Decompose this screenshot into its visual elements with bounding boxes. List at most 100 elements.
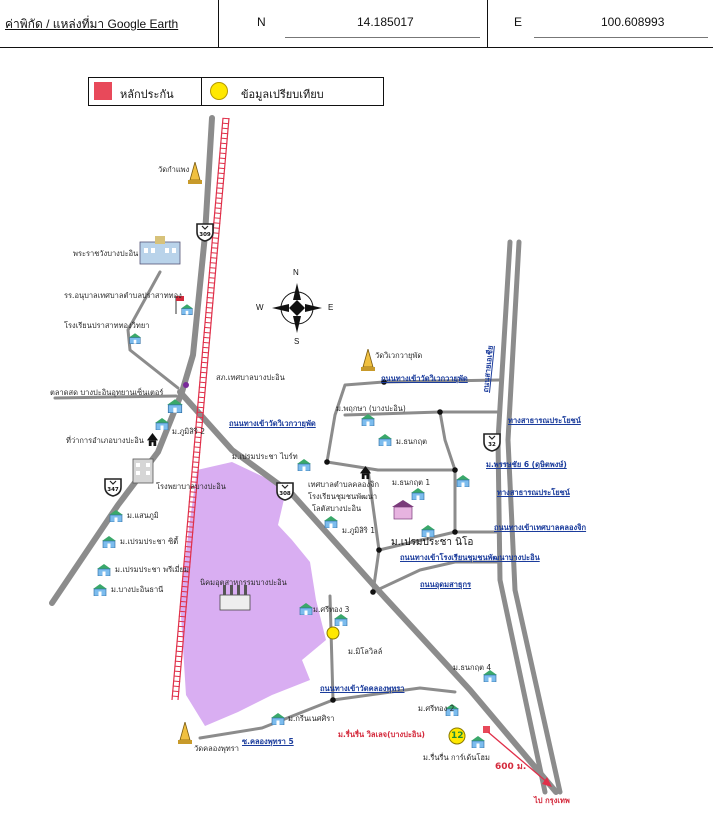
east-value-underline bbox=[534, 37, 708, 38]
village-icon bbox=[96, 564, 112, 576]
junction-dot bbox=[381, 379, 387, 385]
label-prempracha-bright: ม.เปรมประชา ไบร์ท bbox=[232, 452, 298, 461]
distance-arrowhead bbox=[542, 777, 552, 787]
label-thanakrit-4: ม.ธนกฤต 4 bbox=[453, 663, 492, 672]
road-thanakrit bbox=[325, 460, 457, 472]
label-road-wat-wiwek-east: ถนนทางเข้าวัดวิเวกวายุพัด bbox=[381, 374, 468, 383]
label-market: ตลาดสด บางปะอินอุทยานเซ็นเตอร์ bbox=[50, 388, 164, 397]
compass-rose-icon bbox=[272, 283, 322, 333]
road-srithong bbox=[328, 594, 335, 702]
collateral-marker bbox=[483, 726, 490, 733]
label-green-sira: ม.กรีนเนศศิรา bbox=[288, 714, 335, 723]
subject-number-marker bbox=[448, 727, 466, 745]
label-prempracha-city: ม.เปรมประชา ซิตี้ bbox=[120, 537, 179, 546]
coordinate-source-label: ค่าพิกัด / แหล่งที่มา Google Earth bbox=[5, 17, 179, 31]
distance-line bbox=[487, 731, 549, 784]
label-phumsiri-1: ม.ภูมิสิริ 1 bbox=[342, 526, 375, 535]
label-kindergarten: รร.อนุบาลเทศบาลตำบลปราสาททอง bbox=[64, 291, 182, 300]
hospital-icon bbox=[132, 458, 154, 484]
label-distance: 600 ม. bbox=[495, 762, 527, 772]
junction-dot bbox=[376, 547, 382, 553]
village-icon bbox=[92, 584, 108, 596]
subject-marker-number: 12 bbox=[451, 731, 464, 741]
label-public-way-2: ทางสาธารณประโยชน์ bbox=[497, 488, 570, 497]
collateral-swatch bbox=[94, 82, 112, 100]
road-udomsathukon bbox=[371, 560, 502, 594]
header-divider bbox=[218, 0, 220, 47]
label-saenphum: ม.แสนภูมิ bbox=[127, 511, 159, 520]
junction-dot bbox=[324, 459, 330, 465]
village-icon bbox=[101, 536, 117, 548]
header-divider bbox=[487, 0, 489, 47]
route-number: 32 bbox=[488, 442, 496, 448]
label-subject-property: ม.รื่นรื่น วิลเลจ(บางปะอิน) bbox=[338, 730, 425, 739]
label-wat-khlongphutsa: วัดคลองพุทรา bbox=[194, 744, 239, 753]
road-bangpain-diagonal bbox=[177, 389, 559, 795]
north-value: 14.185017 bbox=[357, 15, 414, 29]
label-direction-bangkok: ไป กรุงเทพ bbox=[534, 796, 570, 805]
legend-divider bbox=[201, 78, 202, 105]
village-icon bbox=[154, 418, 170, 430]
label-thanakrit-1: ม.ธนกฤต 1 bbox=[392, 478, 431, 487]
label-milo-ville: ม.มิโลวิลล์ bbox=[348, 647, 383, 656]
label-lotus: โลตัสบางปะอิน bbox=[312, 504, 362, 513]
label-ruenruen-garden: ม.รื่นรื่น การ์เด้นโฮม bbox=[423, 753, 490, 762]
district-office-icon bbox=[146, 433, 159, 446]
village-icon bbox=[333, 614, 349, 626]
road-internal-east bbox=[438, 410, 457, 534]
label-bangpain-thani: ม.บางปะอินธานี bbox=[111, 585, 164, 594]
junction-dot bbox=[330, 697, 336, 703]
road-school-link bbox=[126, 270, 180, 390]
label-soi-khlongphutsa-5: ซ.คลองพุทรา 5 bbox=[242, 737, 294, 746]
north-value-underline bbox=[285, 37, 480, 38]
label-municipality-road: ถนนทางเข้าเทศบาลคลองจิก bbox=[494, 523, 587, 532]
legend-collateral-label: หลักประกัน bbox=[120, 88, 174, 101]
road-market-link bbox=[53, 394, 178, 400]
market-icon bbox=[183, 382, 189, 388]
school-building-icon bbox=[392, 500, 414, 520]
village-icon bbox=[377, 434, 393, 446]
label-industrial-estate: นิคมอุตสาหกรรมบางปะอิน bbox=[200, 578, 287, 587]
junction-dot bbox=[452, 529, 458, 535]
label-public-way-1: ทางสาธารณประโยชน์ bbox=[508, 416, 581, 425]
compass-east: E bbox=[328, 303, 334, 312]
school-icon bbox=[180, 304, 194, 315]
compass-west: W bbox=[256, 303, 264, 312]
label-udomsathukon-road: ถนนอุดมสาธุกร bbox=[420, 580, 472, 589]
village-icon bbox=[455, 475, 471, 487]
label-school-prasat: โรงเรียนปราสาททองวิทยา bbox=[64, 321, 150, 330]
label-wat-khlongphutsa-road: ถนนทางเข้าวัดคลองพุทรา bbox=[320, 684, 405, 693]
railway-line bbox=[171, 117, 230, 701]
route-number: 309 bbox=[199, 232, 211, 238]
label-prempracha-neo: ม.เปรมประชา นิโอ bbox=[391, 537, 474, 548]
pagoda-icon bbox=[188, 162, 202, 184]
east-value: 100.608993 bbox=[601, 15, 665, 29]
route-number: 308 bbox=[279, 491, 291, 497]
label-pansachai-6: ม.พรรษชัย 6 (ดุษิตพงษ์) bbox=[486, 460, 567, 469]
label-community-school: โรงเรียนชุมชนพัฒนา bbox=[308, 492, 378, 501]
junction-dot bbox=[452, 467, 458, 473]
factory-icon bbox=[219, 585, 251, 611]
pagoda-icon bbox=[361, 349, 375, 371]
junction-dot bbox=[370, 589, 376, 595]
map-legend: หลักประกัน ข้อมูลเปรียบเทียบ bbox=[88, 77, 384, 106]
label-khlongchik-municipality: เทศบาลตำบลคลองจิก bbox=[308, 480, 379, 489]
asian-highway-lane-east bbox=[505, 239, 563, 795]
label-police: สภ.เทศบาลบางปะอิน bbox=[216, 373, 285, 382]
village-icon bbox=[323, 516, 339, 528]
compass-north: N bbox=[293, 268, 299, 277]
label-road-wat-wiwek-west: ถนนทางเข้าวัดวิเวกวายุพัด bbox=[229, 419, 316, 428]
village-icon bbox=[420, 525, 436, 537]
school-icon bbox=[128, 333, 142, 344]
industrial-estate-area bbox=[180, 462, 326, 726]
road-wat-wiwek bbox=[325, 378, 502, 464]
asian-highway-lane-west bbox=[495, 239, 548, 795]
label-srithong-2: ม.ศรีทอง 2 bbox=[418, 704, 455, 713]
east-label: E bbox=[514, 15, 523, 29]
label-district-office: ที่ว่าการอำเภอบางปะอิน bbox=[66, 436, 144, 445]
village-icon bbox=[296, 459, 312, 471]
label-srithong-3: ม.ศรีทอง 3 bbox=[313, 605, 350, 614]
comparison-marker bbox=[326, 626, 340, 640]
route-number: 347 bbox=[107, 487, 119, 493]
